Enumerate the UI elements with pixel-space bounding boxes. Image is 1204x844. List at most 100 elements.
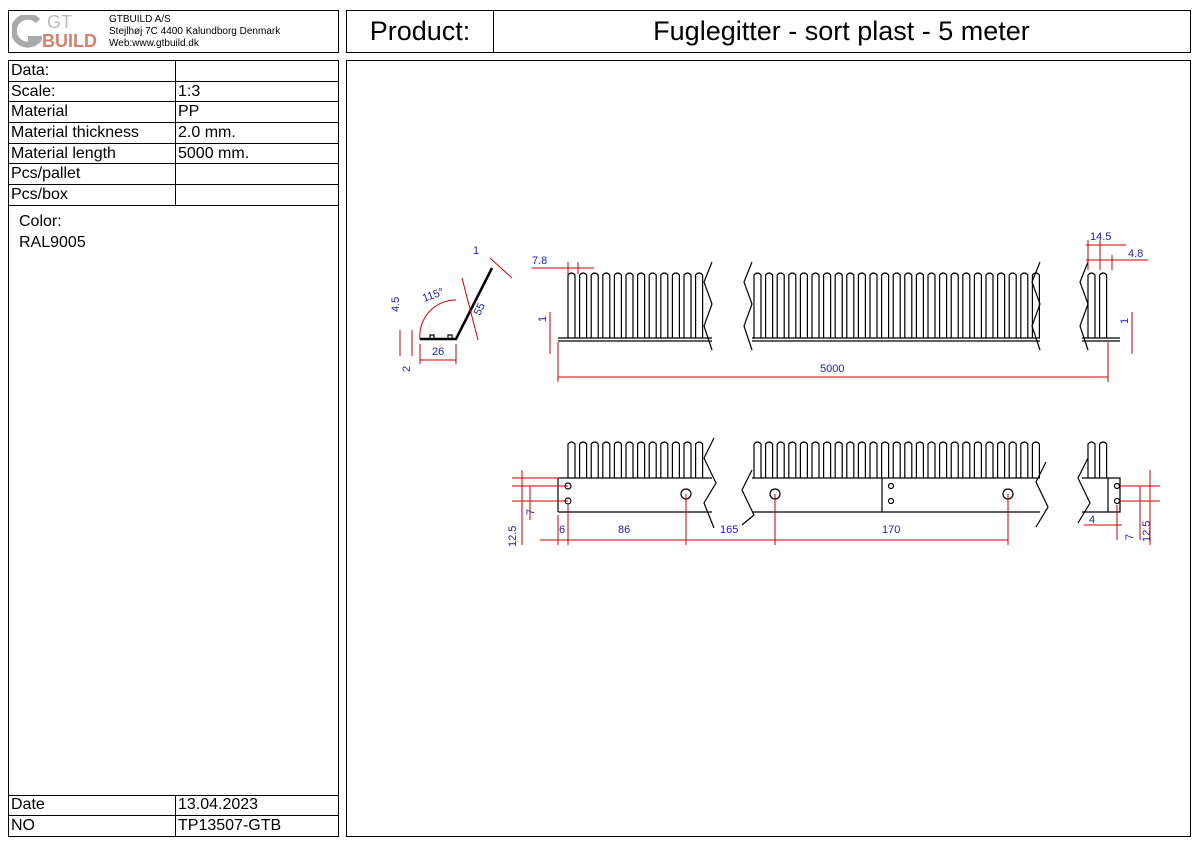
fin xyxy=(660,272,669,338)
fin xyxy=(799,441,808,478)
fin xyxy=(892,441,901,478)
fin xyxy=(695,272,704,338)
logo-gt-text: GT xyxy=(47,12,72,32)
spec-key: Material xyxy=(9,101,176,124)
fin xyxy=(1020,441,1029,478)
dimension-label: 2 xyxy=(401,366,413,372)
dimension-label: 86 xyxy=(618,524,630,536)
fin xyxy=(962,272,971,338)
spec-value: PP xyxy=(175,101,338,124)
spec-key: NO xyxy=(9,815,176,836)
fin xyxy=(985,441,994,478)
spec-key: Pcs/box xyxy=(9,184,176,206)
spec-key: Pcs/pallet xyxy=(9,163,176,186)
fin xyxy=(811,441,820,478)
spec-value xyxy=(175,61,338,82)
hole xyxy=(1113,482,1121,490)
fin xyxy=(939,441,948,478)
dimension-label: 165 xyxy=(720,524,738,536)
dimension-label: 6 xyxy=(559,524,565,536)
fin xyxy=(1031,272,1040,338)
logo xyxy=(12,15,42,48)
spec-key: Material length xyxy=(9,143,176,165)
fin xyxy=(683,441,692,478)
fin xyxy=(671,441,680,478)
spec-value xyxy=(175,184,338,206)
spec-value xyxy=(175,163,338,186)
spec-key: Material thickness xyxy=(9,122,176,144)
fin xyxy=(1099,441,1108,478)
fin xyxy=(765,441,774,478)
fin xyxy=(637,441,646,478)
dimension-label: 1 xyxy=(537,316,549,322)
dimension-line xyxy=(399,240,1148,382)
fin xyxy=(939,272,948,338)
fin xyxy=(590,272,599,338)
dimension-label: 12.5 xyxy=(507,526,519,547)
company-web: Web:www.gtbuild.dk xyxy=(109,38,199,49)
fin xyxy=(1087,441,1096,478)
fin xyxy=(579,272,588,338)
fin xyxy=(950,272,959,338)
logo-build-text: BUILD xyxy=(42,31,97,51)
fin xyxy=(846,441,855,478)
fin xyxy=(753,441,762,478)
fin xyxy=(1020,272,1029,338)
fin xyxy=(997,441,1006,478)
fin xyxy=(799,272,808,338)
fin xyxy=(915,272,924,338)
fin xyxy=(602,441,611,478)
fin xyxy=(869,272,878,338)
fin xyxy=(973,441,982,478)
color-value: RAL9005 xyxy=(19,234,86,251)
fin xyxy=(567,441,576,478)
fin xyxy=(823,441,832,478)
dimension-label: 1 xyxy=(473,245,479,257)
drawing-area xyxy=(346,60,1191,837)
break-line xyxy=(703,437,1091,529)
company-address: Stejlhøj 7C 4400 Kalundborg Denmark xyxy=(109,26,281,37)
product-title: Fuglegitter - sort plast - 5 meter xyxy=(653,16,1030,46)
fin xyxy=(660,441,669,478)
base-plate xyxy=(557,477,1121,513)
spec-key: Scale: xyxy=(9,81,176,103)
fin xyxy=(788,441,797,478)
fin xyxy=(683,272,692,338)
dimension-label: 7 xyxy=(1124,534,1136,540)
profile-ribs xyxy=(429,334,453,339)
base-strip xyxy=(558,337,1120,342)
fin xyxy=(915,441,924,478)
fin xyxy=(985,272,994,338)
company-name: GTBUILD A/S xyxy=(109,14,171,25)
fin xyxy=(927,441,936,478)
fin xyxy=(590,441,599,478)
fin xyxy=(613,441,622,478)
color-info: Color: RAL9005 xyxy=(19,211,86,253)
dimension-label: 7 xyxy=(525,509,537,515)
dimension-label: 26 xyxy=(432,346,444,358)
fin xyxy=(765,272,774,338)
color-label: Color: xyxy=(19,213,62,230)
dimension-label: 55 xyxy=(472,301,488,317)
spec-key: Data: xyxy=(9,61,176,82)
profile-shape xyxy=(420,267,494,341)
fin xyxy=(625,272,634,338)
fin xyxy=(811,272,820,338)
fin xyxy=(648,441,657,478)
fin xyxy=(671,272,680,338)
fin xyxy=(1008,441,1017,478)
spec-value: TP13507-GTB xyxy=(175,815,338,836)
fin xyxy=(904,272,913,338)
fin xyxy=(625,441,634,478)
fin xyxy=(776,272,785,338)
fin xyxy=(788,272,797,338)
fin xyxy=(1087,272,1096,338)
fin xyxy=(846,272,855,338)
dimension-label: 4.8 xyxy=(1128,248,1143,260)
